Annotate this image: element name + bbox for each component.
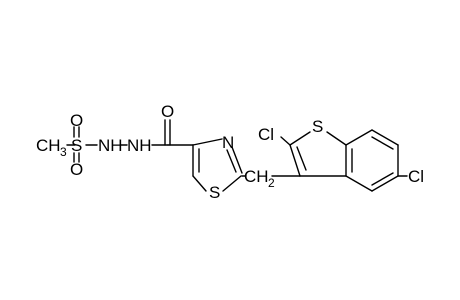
bond-c7-c6-b bbox=[371, 136, 394, 150]
sulfonyl-oxygen-top: O bbox=[70, 111, 83, 130]
bond-c7a-c7 bbox=[345, 129, 373, 146]
carbonyl-oxygen: O bbox=[161, 102, 174, 121]
thiazole-sulfur: S bbox=[209, 183, 220, 202]
sulfonyl-sulfur: S bbox=[71, 136, 82, 155]
bond-c5-c4bt-b bbox=[371, 172, 394, 186]
methylene-label: CH bbox=[244, 167, 269, 186]
bond-c5-c4bt-a bbox=[371, 175, 399, 192]
bond-c4bt-c3a bbox=[345, 175, 373, 192]
bond-c3-c2bt-b bbox=[296, 146, 307, 171]
bond-c3-c2bt-a bbox=[289, 144, 301, 177]
methylene-subscript: 2 bbox=[268, 176, 275, 190]
sulfonyl-oxygen-bottom: O bbox=[70, 160, 83, 179]
bond-c4-n3 bbox=[192, 138, 223, 146]
hydrazide-nh-1: NH bbox=[98, 136, 123, 155]
hydrazide-nh-2: NH bbox=[127, 136, 152, 155]
bond-c2-s1 bbox=[222, 175, 242, 192]
bond-s-c7a bbox=[326, 131, 347, 146]
benzothiophene-sulfur: S bbox=[312, 117, 323, 136]
bond-n3-c2-a bbox=[231, 146, 243, 174]
methyl-label: CH bbox=[36, 136, 61, 155]
bond-n3-c2-b bbox=[226, 149, 237, 173]
chlorine-2: Cl bbox=[258, 125, 274, 144]
bond-c7-c6-a bbox=[371, 129, 399, 146]
bond-c2bt-cl bbox=[280, 136, 291, 146]
methyl-subscript: 3 bbox=[60, 145, 67, 159]
chlorine-5: Cl bbox=[408, 167, 424, 186]
bond-c2bt-s bbox=[289, 131, 311, 146]
thiazole-nitrogen: N bbox=[222, 133, 234, 152]
bond-s1-c5 bbox=[192, 175, 207, 192]
